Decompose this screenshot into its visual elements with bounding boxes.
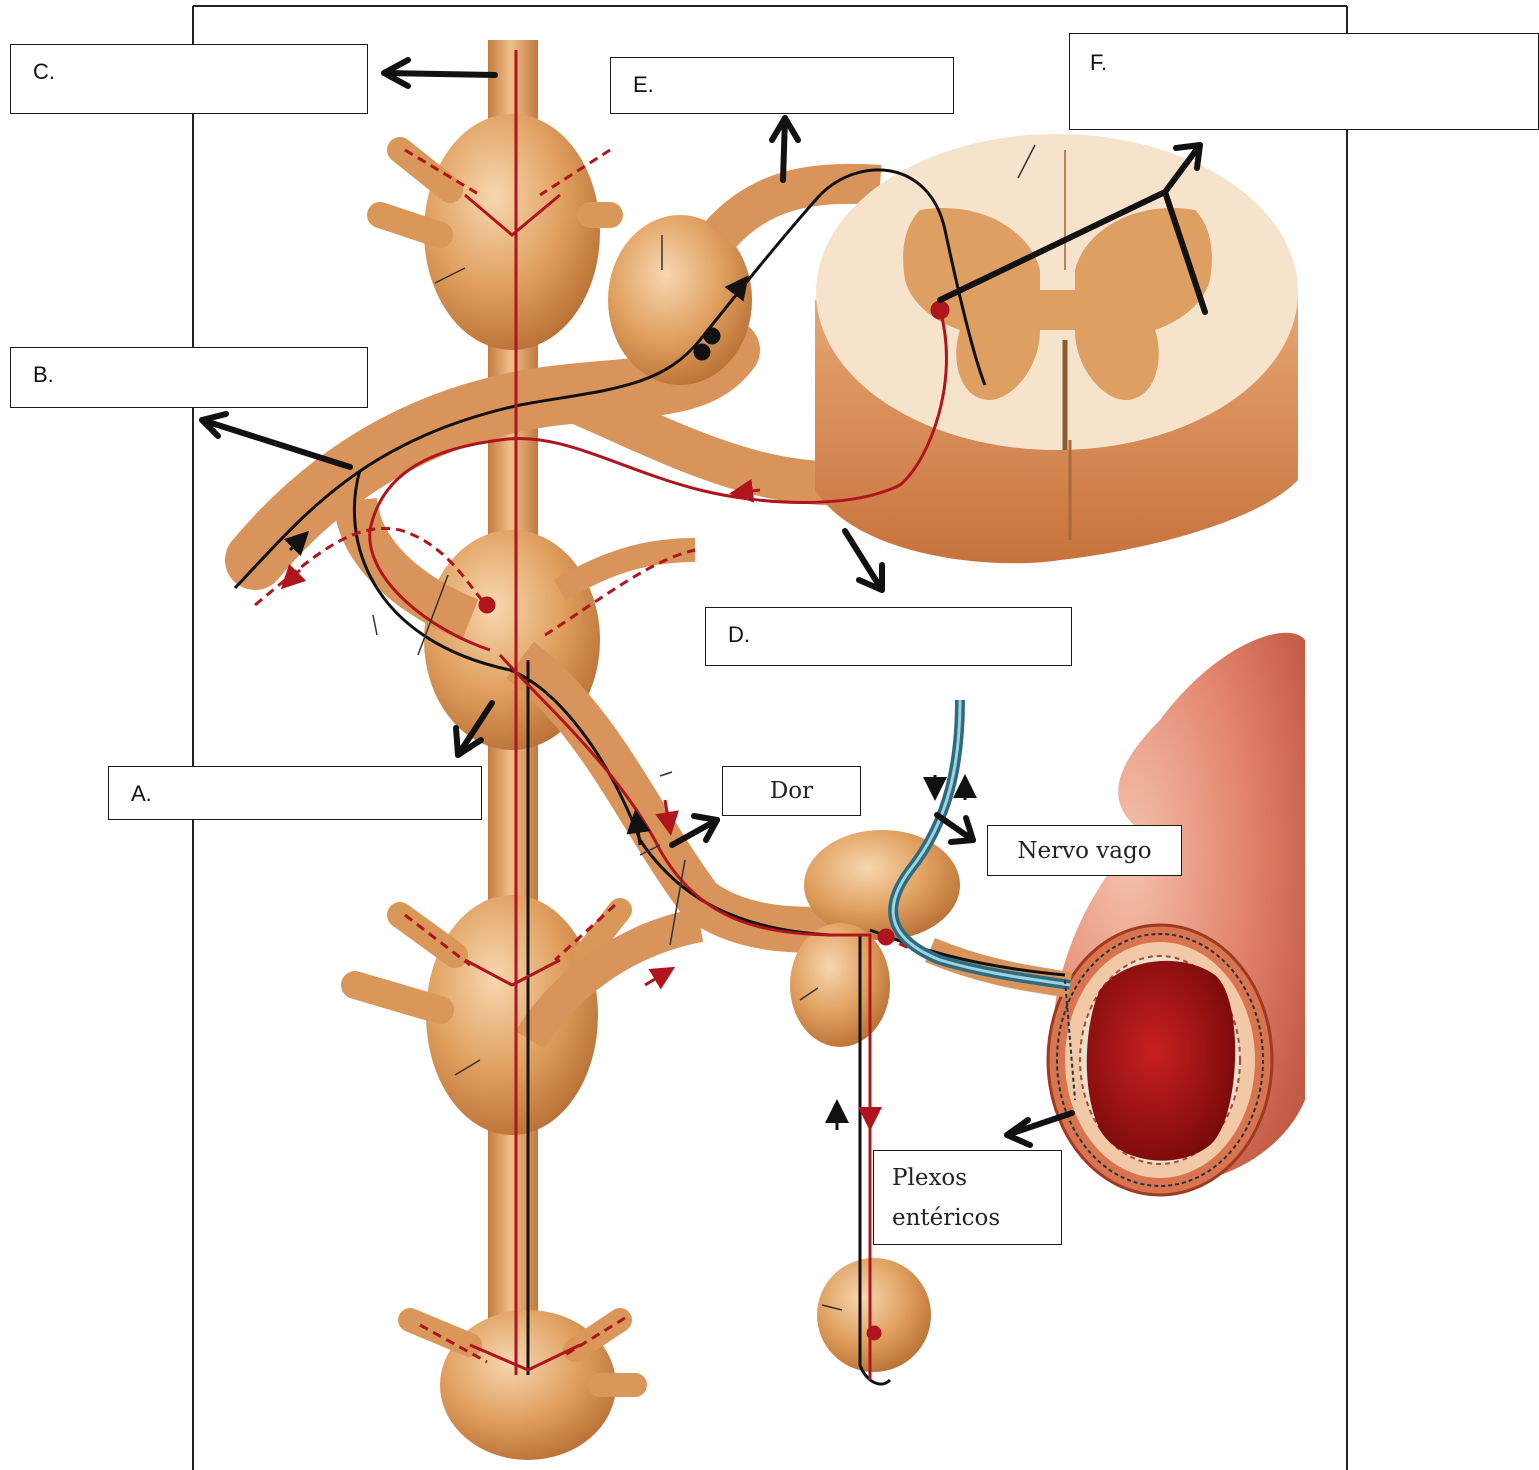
label-e-text: E. [633,72,654,97]
label-dor-text: Dor [770,778,813,804]
label-box-a[interactable]: A. [108,766,482,820]
label-b-text: B. [33,362,54,387]
label-box-d[interactable]: D. [705,607,1072,666]
arrow-c [384,60,495,86]
label-box-f[interactable]: F. [1069,33,1539,130]
label-plexos-line1: Plexos [892,1158,1000,1198]
label-plexos-line2: entéricos [892,1198,1000,1238]
label-box-e[interactable]: E. [610,57,954,114]
intestine [1048,633,1305,1195]
label-box-nervo-vago: Nervo vago [987,825,1182,876]
label-box-plexos-entericos: Plexos entéricos [873,1150,1062,1245]
arrow-b [202,414,350,467]
arrow-d [845,531,882,590]
label-c-text: C. [33,59,55,84]
label-f-text: F. [1090,50,1107,75]
label-nervo-vago-text: Nervo vago [1017,838,1151,864]
label-d-text: D. [728,622,750,647]
label-box-dor: Dor [722,766,861,816]
arrow-nervo-vago [937,815,973,842]
label-a-text: A. [131,781,152,806]
label-box-b[interactable]: B. [10,347,368,408]
spinal-cord [815,134,1298,563]
label-box-c[interactable]: C. [10,44,368,114]
